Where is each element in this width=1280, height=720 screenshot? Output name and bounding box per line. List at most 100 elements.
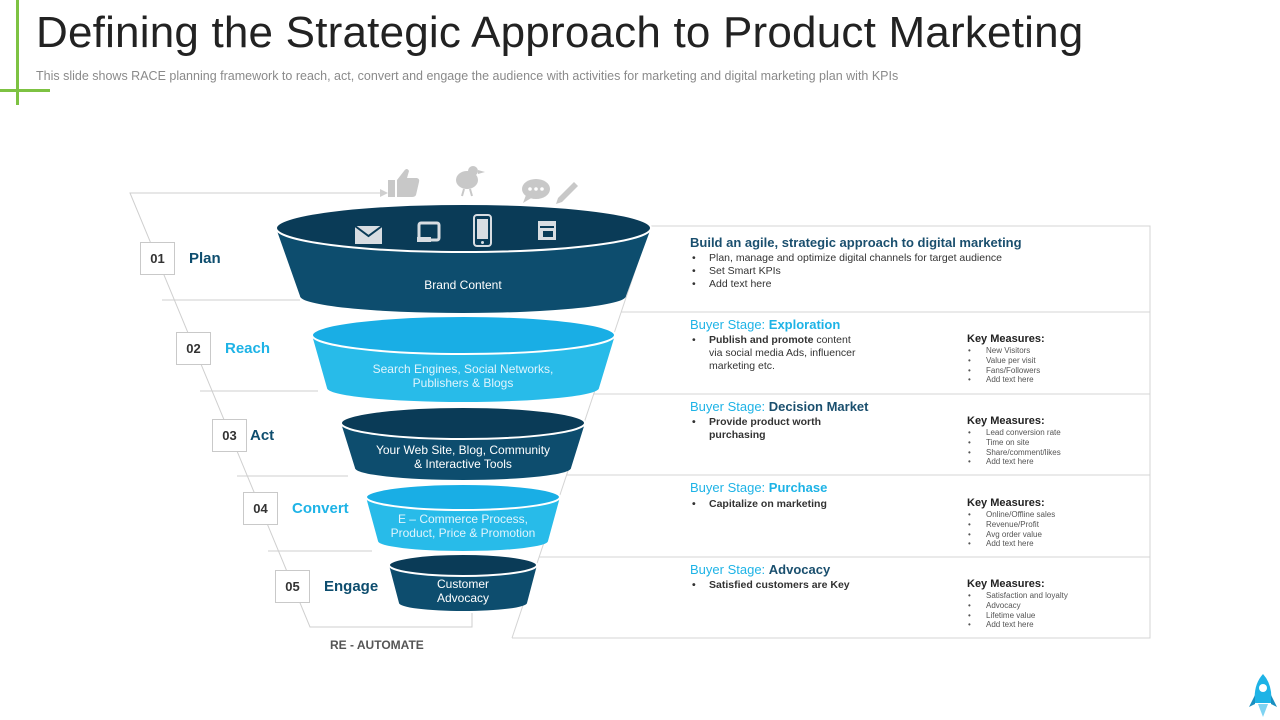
stage-label: Act bbox=[250, 427, 275, 444]
stage-label: Reach bbox=[225, 340, 271, 357]
phone-icon bbox=[473, 214, 492, 247]
funnel-line: Advocacy bbox=[436, 591, 490, 605]
panel-plan-bullets: Plan, manage and optimize digital channe… bbox=[690, 252, 1022, 291]
key-measure-item: Value per visit bbox=[967, 356, 1045, 366]
funnel-act bbox=[340, 406, 586, 480]
outline-left bbox=[129, 192, 473, 628]
bullet-item: Provide product worth bbox=[690, 416, 868, 429]
key-measure-item: Fans/Followers bbox=[967, 366, 1045, 376]
panel-act-bullets: Provide product worth bbox=[690, 416, 868, 429]
stage-convert: 04 Convert bbox=[243, 492, 349, 525]
bullet-line: via social media Ads, influencer bbox=[709, 347, 856, 359]
buyer-stage-prefix: Buyer Stage: bbox=[690, 480, 769, 495]
key-measures-list: Lead conversion rate Time on site Share/… bbox=[967, 428, 1061, 467]
stage-plan: 01 Plan bbox=[140, 242, 221, 275]
buyer-stage-prefix: Buyer Stage: bbox=[690, 562, 769, 577]
bullet-rest: content bbox=[813, 334, 851, 346]
bullet-bold: Publish and promote bbox=[709, 334, 814, 346]
funnel-line: Your Web Site, Blog, Community bbox=[375, 443, 551, 457]
key-measures-act: Key Measures: Lead conversion rate Time … bbox=[967, 415, 1061, 467]
bird-icon bbox=[456, 166, 485, 197]
key-measures-list: New Visitors Value per visit Fans/Follow… bbox=[967, 346, 1045, 385]
key-measures-title: Key Measures: bbox=[967, 415, 1045, 427]
key-measure-item: Satisfaction and loyalty bbox=[967, 591, 1068, 601]
bullet-continuation: via social media Ads, influencer marketi… bbox=[690, 347, 856, 373]
bullet-line: purchasing bbox=[709, 429, 766, 441]
rocket-icon bbox=[1249, 674, 1277, 717]
panel-engage-bullets: Satisfied customers are Key bbox=[690, 579, 850, 592]
key-measures-convert: Key Measures: Online/Offline sales Reven… bbox=[967, 497, 1055, 549]
funnel-line: Search Engines, Social Networks, bbox=[372, 362, 554, 376]
buyer-stage-name: Exploration bbox=[768, 317, 841, 332]
panel-reach-bullets: Publish and promote content bbox=[690, 334, 856, 347]
buyer-stage-name: Advocacy bbox=[768, 562, 831, 577]
funnel-line: & Interactive Tools bbox=[414, 457, 512, 471]
key-measure-item: Add text here bbox=[967, 539, 1055, 549]
stage-act: 03 Act bbox=[212, 419, 274, 452]
bullet-item: Capitalize on marketing bbox=[690, 498, 827, 511]
key-measure-item: Add text here bbox=[967, 457, 1061, 467]
key-measure-item: Share/comment/likes bbox=[967, 448, 1061, 458]
funnel-line: Customer bbox=[436, 577, 489, 591]
re-automate-label: RE - AUTOMATE bbox=[330, 638, 424, 652]
key-measure-item: Lifetime value bbox=[967, 611, 1068, 621]
key-measures-title: Key Measures: bbox=[967, 578, 1045, 590]
panel-engage: Buyer Stage: Advocacy Satisfied customer… bbox=[690, 562, 850, 592]
key-measures-title: Key Measures: bbox=[967, 497, 1045, 509]
key-measure-item: Avg order value bbox=[967, 530, 1055, 540]
key-measures-engage: Key Measures: Satisfaction and loyalty A… bbox=[967, 578, 1068, 630]
panel-convert-bullets: Capitalize on marketing bbox=[690, 498, 827, 511]
buyer-stage-heading: Buyer Stage: Decision Market bbox=[690, 399, 868, 414]
funnel-text-plan: Brand Content bbox=[424, 278, 502, 292]
key-measure-item: Online/Offline sales bbox=[967, 510, 1055, 520]
panel-plan: Build an agile, strategic approach to di… bbox=[690, 235, 1022, 291]
key-measure-item: Time on site bbox=[967, 438, 1061, 448]
stage-number: 03 bbox=[212, 419, 247, 452]
funnel-text-engage: Customer Advocacy bbox=[403, 577, 523, 605]
buyer-stage-prefix: Buyer Stage: bbox=[690, 399, 769, 414]
funnel-engage bbox=[388, 553, 538, 611]
funnel-text-convert: E – Commerce Process, Product, Price & P… bbox=[363, 512, 563, 540]
buyer-stage-heading: Buyer Stage: Advocacy bbox=[690, 562, 850, 577]
funnel-line: Product, Price & Promotion bbox=[390, 526, 536, 540]
panel-act: Buyer Stage: Decision Market Provide pro… bbox=[690, 399, 868, 442]
bullet-item: Publish and promote content bbox=[690, 334, 856, 347]
bullet-item: Add text here bbox=[690, 278, 1022, 291]
funnel-line: E – Commerce Process, bbox=[397, 512, 529, 526]
panel-border bbox=[512, 225, 1151, 639]
bullet-item: Plan, manage and optimize digital channe… bbox=[690, 252, 1022, 265]
buyer-stage-heading: Buyer Stage: Exploration bbox=[690, 317, 856, 332]
key-measure-item: New Visitors bbox=[967, 346, 1045, 356]
framework-outline bbox=[129, 192, 473, 628]
envelope-icon bbox=[354, 225, 383, 244]
buyer-stage-name: Decision Market bbox=[768, 399, 869, 414]
bullet-item: Set Smart KPIs bbox=[690, 265, 1022, 278]
stage-label: Engage bbox=[324, 578, 379, 595]
stage-reach: 02 Reach bbox=[176, 332, 270, 365]
thumbs-up-icon bbox=[388, 169, 420, 197]
page-subtitle: This slide shows RACE planning framework… bbox=[36, 69, 899, 83]
key-measures-list: Online/Offline sales Revenue/Profit Avg … bbox=[967, 510, 1055, 549]
bullet-line: marketing etc. bbox=[709, 360, 775, 372]
key-measures-list: Satisfaction and loyalty Advocacy Lifeti… bbox=[967, 591, 1068, 630]
buyer-stage-heading: Buyer Stage: Purchase bbox=[690, 480, 827, 495]
stage-number: 04 bbox=[243, 492, 278, 525]
accent-bar-vertical bbox=[16, 0, 19, 105]
panel-plan-title: Build an agile, strategic approach to di… bbox=[690, 235, 1022, 250]
video-icon bbox=[538, 221, 556, 240]
stage-number: 02 bbox=[176, 332, 211, 365]
funnel-text-reach: Search Engines, Social Networks, Publish… bbox=[333, 362, 593, 390]
key-measure-item: Lead conversion rate bbox=[967, 428, 1061, 438]
stage-number: 05 bbox=[275, 570, 310, 603]
funnel-convert bbox=[365, 483, 561, 551]
key-measure-item: Add text here bbox=[967, 375, 1045, 385]
stage-engage: 05 Engage bbox=[275, 570, 378, 603]
funnel-line: Publishers & Blogs bbox=[412, 376, 514, 390]
chat-icon bbox=[522, 179, 550, 203]
buyer-stage-name: Purchase bbox=[768, 480, 828, 495]
stage-label: Convert bbox=[292, 500, 349, 517]
accent-bar-horizontal bbox=[0, 89, 50, 92]
funnel-plan bbox=[275, 203, 652, 313]
buyer-stage-prefix: Buyer Stage: bbox=[690, 317, 769, 332]
